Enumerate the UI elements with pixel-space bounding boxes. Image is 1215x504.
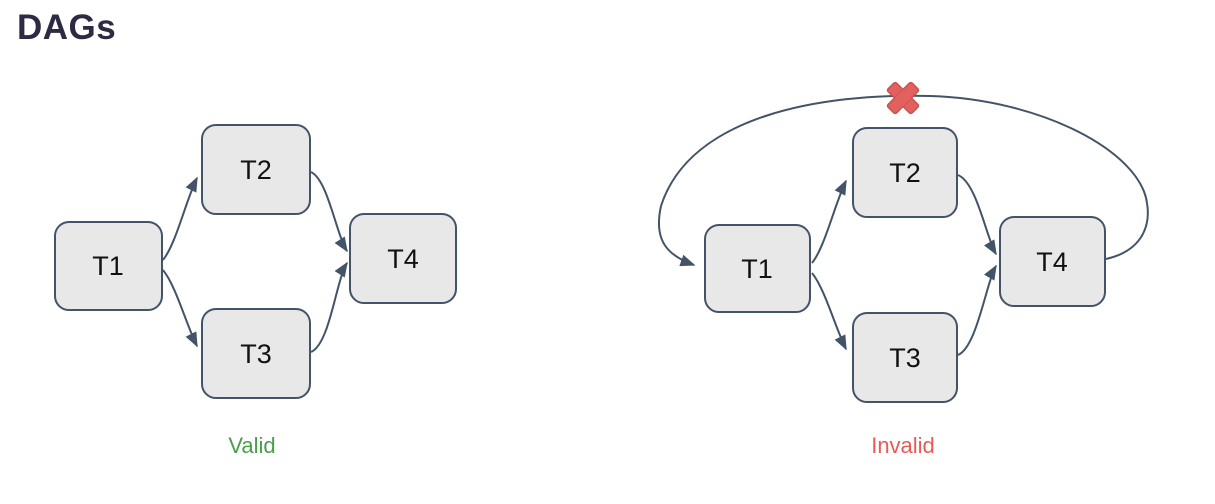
node-label: T2 xyxy=(889,158,921,188)
node-box xyxy=(201,124,311,215)
node-box xyxy=(54,221,163,311)
node-box xyxy=(999,216,1106,307)
valid-edge-T1-T3 xyxy=(162,269,198,348)
invalid-node-T1: T1 xyxy=(704,224,811,313)
invalid-edge-T2-T4 xyxy=(957,174,997,256)
node-label: T2 xyxy=(240,155,272,185)
valid-edge-T1-T2 xyxy=(162,176,198,261)
node-label: T1 xyxy=(92,251,124,281)
node-box xyxy=(349,213,457,304)
invalid-caption: Invalid xyxy=(871,433,935,458)
valid-node-T4: T4 xyxy=(349,213,457,304)
valid-dag-diagram: T1 T2 T3 T4 xyxy=(54,124,457,399)
node-label: T3 xyxy=(240,339,272,369)
node-box xyxy=(852,312,958,403)
node-label: T1 xyxy=(741,254,773,284)
invalid-dag-diagram: T1 T2 T3 T4 xyxy=(657,81,1149,403)
node-box xyxy=(201,308,311,399)
node-label: T4 xyxy=(1036,247,1068,277)
invalid-edge-T3-T4 xyxy=(957,264,997,356)
node-box xyxy=(852,127,958,218)
invalid-node-T2: T2 xyxy=(852,127,958,218)
valid-edge-T2-T4 xyxy=(310,171,348,253)
invalid-edge-T4-T1-cycle xyxy=(657,94,1149,267)
invalid-node-T4: T4 xyxy=(999,216,1106,307)
invalid-edge-T1-T3 xyxy=(811,272,847,351)
valid-caption: Valid xyxy=(228,433,276,458)
valid-edge-T3-T4 xyxy=(310,261,348,353)
node-box xyxy=(704,224,811,313)
x-cross-icon xyxy=(886,81,920,115)
invalid-edge-T1-T2 xyxy=(811,179,847,264)
page-title: DAGs xyxy=(17,8,117,47)
valid-node-T3: T3 xyxy=(201,308,311,399)
valid-node-T1: T1 xyxy=(54,221,163,311)
node-label: T3 xyxy=(889,343,921,373)
invalid-node-T3: T3 xyxy=(852,312,958,403)
valid-node-T2: T2 xyxy=(201,124,311,215)
node-label: T4 xyxy=(387,244,419,274)
